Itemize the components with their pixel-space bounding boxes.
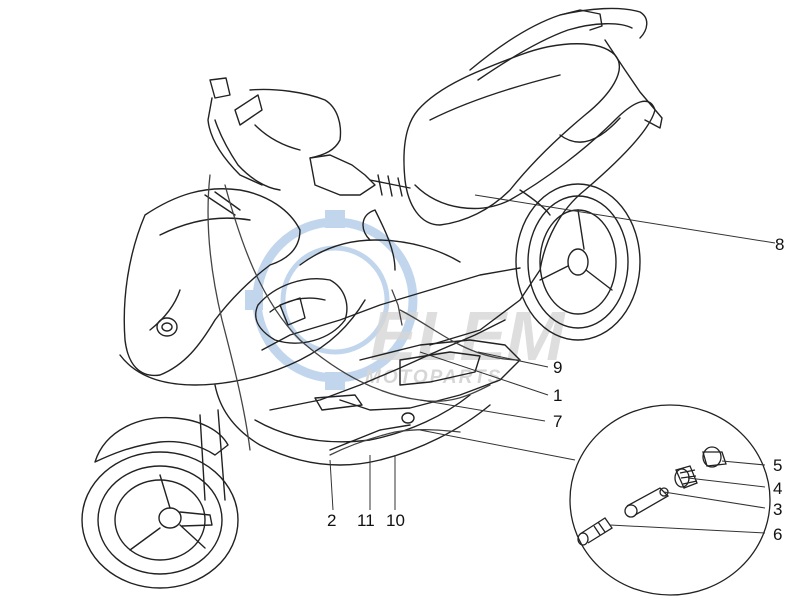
- front-wheel: [81, 451, 239, 589]
- front-fairing: [123, 188, 301, 377]
- front-mudguard: [94, 409, 229, 501]
- part-bushing: [674, 465, 698, 489]
- callout-2: 2: [327, 511, 336, 530]
- cable-lower: [329, 429, 461, 456]
- callout-3: 3: [773, 500, 782, 519]
- callout-10: 10: [386, 511, 405, 530]
- callout-4: 4: [773, 479, 782, 498]
- rear-body-panel: [414, 100, 656, 346]
- cable-rear: [399, 309, 521, 361]
- rear-wheel: [515, 183, 641, 341]
- scooter-outline: [81, 7, 663, 589]
- cables: [207, 174, 521, 456]
- seat: [403, 43, 620, 226]
- cable-front: [207, 174, 251, 451]
- watermark-brand: ELEM: [370, 297, 566, 375]
- glovebox: [255, 278, 348, 344]
- callout-9: 9: [553, 358, 562, 377]
- watermark-logo: ELEM MOTOPARTS: [245, 210, 566, 390]
- callout-6: 6: [773, 525, 782, 544]
- callout-8: 8: [775, 235, 784, 254]
- gear-icon: [245, 210, 345, 390]
- detail-inset: [569, 404, 771, 596]
- handlebar: [207, 77, 411, 197]
- watermark-tagline: MOTOPARTS: [365, 367, 502, 388]
- callout-1: 1: [553, 386, 562, 405]
- callout-5: 5: [773, 456, 782, 475]
- part-tube: [624, 487, 670, 518]
- callout-11: 11: [357, 511, 375, 530]
- callout-7: 7: [553, 412, 562, 431]
- cable-main: [224, 184, 491, 402]
- engine-underside: [329, 339, 521, 451]
- rear-rack: [469, 7, 663, 129]
- detail-circle: [569, 404, 771, 596]
- part-cap: [702, 446, 727, 468]
- leader-lines: [329, 194, 776, 534]
- part-nozzle: [577, 517, 613, 546]
- callouts: 8 9 1 7 5 4 3 6 2 11 10: [327, 235, 784, 544]
